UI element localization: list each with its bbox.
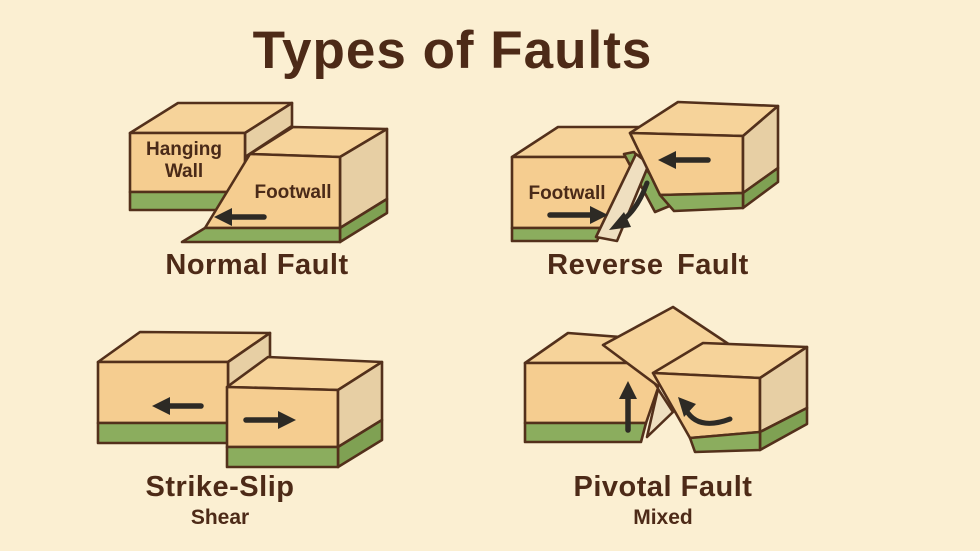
normal-slip-arrowhead-icon	[214, 208, 232, 226]
page-title: Types of Faults	[252, 21, 653, 80]
pivotal-curved-arrowhead-icon	[678, 397, 696, 417]
pivotal-fault-caption: Pivotal Fault	[573, 471, 753, 503]
pivotal-left-front-face	[523, 361, 660, 425]
footwall-label-normal: Footwall	[254, 182, 332, 203]
reverse-footwall-green-layer	[510, 226, 605, 243]
strike-left-front-face	[96, 360, 230, 425]
reverse-fault-curved-arrowhead-icon	[609, 212, 631, 230]
strike-slip-caption: Strike-Slip	[145, 471, 295, 503]
strike-left-green-layer	[96, 421, 230, 445]
reverse-hanging-wall-green-layer	[658, 191, 745, 213]
strike-slip-diagram	[96, 330, 384, 469]
footwall-green-layer	[180, 226, 342, 244]
reverse-footwall-arrowhead-icon	[590, 206, 608, 224]
pivotal-fault-subcaption: Mixed	[633, 506, 693, 529]
strike-right-green-layer	[225, 445, 340, 469]
pivotal-left-green-layer	[523, 421, 648, 444]
reverse-hanging-wall-arrowhead-icon	[658, 151, 676, 169]
pivotal-fault-plane-face	[645, 387, 675, 439]
strike-left-arrowhead-icon	[152, 397, 170, 415]
normal-fault-caption: Normal Fault	[165, 249, 349, 281]
normal-fault-diagram	[128, 101, 389, 244]
reverse-fault-diagram	[510, 100, 780, 243]
pivotal-right-green-layer	[688, 430, 762, 454]
reverse-fault-caption: Reverse Fault	[547, 249, 749, 281]
pivotal-up-arrowhead-icon	[619, 381, 637, 399]
strike-right-arrowhead-icon	[278, 411, 296, 429]
strike-slip-subcaption: Shear	[190, 506, 250, 529]
pivotal-fault-diagram	[523, 305, 809, 454]
hanging-wall-label: Hanging Wall	[146, 139, 222, 182]
pivotal-curved-arrow-icon	[683, 407, 733, 426]
footwall-label-reverse: Footwall	[528, 183, 606, 204]
